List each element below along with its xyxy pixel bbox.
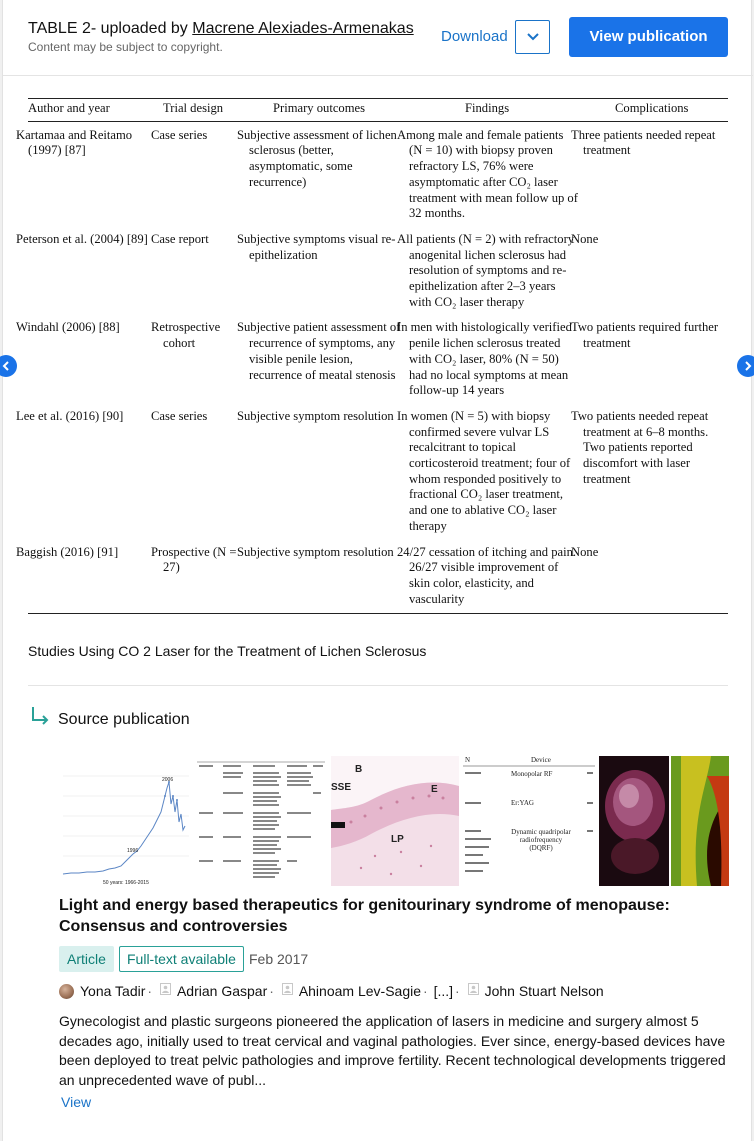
cell-complications: None [571,538,728,615]
author-list: Yona Tadir· Adrian Gaspar· Ahinoam Lev-S… [59,982,739,1002]
cell-author: Peterson et al. (2004) [89] [16,231,148,246]
table-header-row: Author and year Trial design Primary out… [28,98,728,122]
cell-findings: 24/27 cessation of itching and pain. 26/… [397,538,583,615]
cell-findings: Among male and female patients (N = 10) … [397,127,578,221]
person-placeholder-icon [467,983,479,995]
more-authors[interactable]: [...] [433,983,454,1000]
section-divider [28,685,728,686]
column-header: Findings [409,98,583,122]
person-placeholder-icon [159,983,171,995]
figure-title: TABLE 2- uploaded by Macrene Alexiades-A… [28,20,414,37]
cell-complications: Two patients needed repeat treatment at … [571,408,709,486]
thumbnail-clinical-photo[interactable] [599,756,669,886]
chart-year-label: 1996 [127,848,138,854]
arrow-turn-right-icon [32,707,49,725]
previous-figure-button[interactable] [0,355,17,377]
cell-complications: Two patients required further treatment [571,320,719,351]
table-row: Windahl (2006) [88] Retrospective cohort… [16,314,728,403]
cell-findings: In women (N = 5) with biopsy confirmed s… [397,408,571,533]
thumbnail-chart-graphic: 2006 1996 50 years: 1966-2015 [59,756,191,886]
studies-table: Author and year Trial design Primary out… [16,98,728,615]
copyright-notice: Content may be subject to copyright. [28,40,223,54]
device-name: Monopolar RF [511,770,553,778]
cell-design: Case series [151,127,208,142]
publication-abstract: Gynecologist and plastic surgeons pionee… [59,1013,726,1088]
uploader-link[interactable]: Macrene Alexiades-Armenakas [192,20,414,37]
cell-author: Baggish (2016) [91] [16,538,163,615]
cell-design: Retrospective cohort [151,320,221,351]
author-name[interactable]: John Stuart Nelson [484,983,604,1000]
author-name[interactable]: Adrian Gaspar [176,983,268,1000]
avatar [59,983,74,999]
thumbnail-table-graphic [195,756,327,886]
thumbnail-table[interactable] [195,756,327,886]
view-publication-button[interactable]: View publication [569,17,728,57]
chevron-right-icon [745,361,752,371]
thumbnail-device-table-graphic: N Device Monopolar RF Er:YAG Dynamic qua… [463,756,595,886]
cell-outcomes: Subjective patient assessment of recurre… [237,320,401,382]
cell-complications: None [571,231,599,246]
cell-design: Prospective (N = 27) [151,538,249,615]
thumbnail-device-table[interactable]: N Device Monopolar RF Er:YAG Dynamic qua… [463,756,595,886]
cell-outcomes: Subjective assessment of lichen sclerosu… [237,127,397,189]
thumbnail-clinical-photo-graphic [599,756,669,886]
thumbnail-chart[interactable]: 2006 1996 50 years: 1966-2015 [59,756,191,886]
cell-outcomes: Subjective symptom resolution [237,538,409,615]
cell-design: Case report [151,231,209,246]
device-table-header: Device [531,756,551,764]
download-button[interactable]: Download [441,28,508,45]
device-name: Er:YAG [511,799,534,807]
column-header: Primary outcomes [249,98,409,122]
thumbnail-photo-graphic [671,756,729,886]
cell-author: Kartamaa and Reitamo (1997) [87] [16,127,133,158]
chart-year-label: 2006 [162,777,173,783]
source-publication-heading: Source publication [58,711,190,728]
chevron-down-icon [527,33,539,41]
histology-label: LP [391,834,404,845]
thumbnail-histology[interactable]: B E LP SSE [331,756,459,886]
cell-author: Lee et al. (2016) [90] [16,408,124,423]
fulltext-badge[interactable]: Full-text available [119,946,244,972]
histology-label: E [431,784,438,795]
table-row: Baggish (2016) [91] Prospective (N = 27)… [16,538,728,615]
column-header: Author and year [28,98,163,122]
download-options-button[interactable] [515,20,550,54]
column-header: Trial design [163,98,249,122]
author-name[interactable]: Ahinoam Lev-Sagie [298,983,421,1000]
header-divider [3,75,753,76]
histology-label: SSE [331,782,351,793]
cell-findings: In men with histologically verified peni… [397,320,572,398]
histology-label: B [355,764,362,775]
cell-findings: All patients (N = 2) with refractory ano… [397,231,575,309]
table-row: Kartamaa and Reitamo (1997) [87] Case se… [16,121,728,226]
publication-date: Feb 2017 [249,951,309,967]
table-row: Lee et al. (2016) [90] Case series Subje… [16,403,728,539]
cell-design: Case series [151,408,208,423]
publication-title[interactable]: Light and energy based therapeutics for … [59,897,670,935]
figure-caption: Studies Using CO 2 Laser for the Treatme… [28,643,427,659]
cell-outcomes: Subjective symptom resolution [237,408,394,423]
table-row: Peterson et al. (2004) [89] Case report … [16,226,728,315]
next-figure-button[interactable] [737,355,754,377]
column-header: Complications [583,98,728,122]
device-name: Dynamic quadripolar radiofrequency (DQRF… [511,828,571,852]
author-name[interactable]: Yona Tadir [80,983,146,1000]
article-type-badge: Article [59,946,114,972]
figure-thumbnails: 2006 1996 50 years: 1966-2015 [59,756,729,886]
chart-caption: 50 years: 1966-2015 [103,880,149,886]
cell-complications: Three patients needed repeat treatment [571,127,716,158]
cell-author: Windahl (2006) [88] [16,320,120,335]
cell-outcomes: Subjective symptoms visual re-epitheliza… [237,231,396,262]
thumbnail-histology-graphic: B E LP SSE [331,756,459,886]
person-placeholder-icon [281,983,293,995]
chevron-left-icon [2,361,9,371]
thumbnail-photo[interactable] [671,756,729,886]
view-publication-link[interactable]: View [61,1094,92,1110]
device-table-header: N [465,756,470,764]
